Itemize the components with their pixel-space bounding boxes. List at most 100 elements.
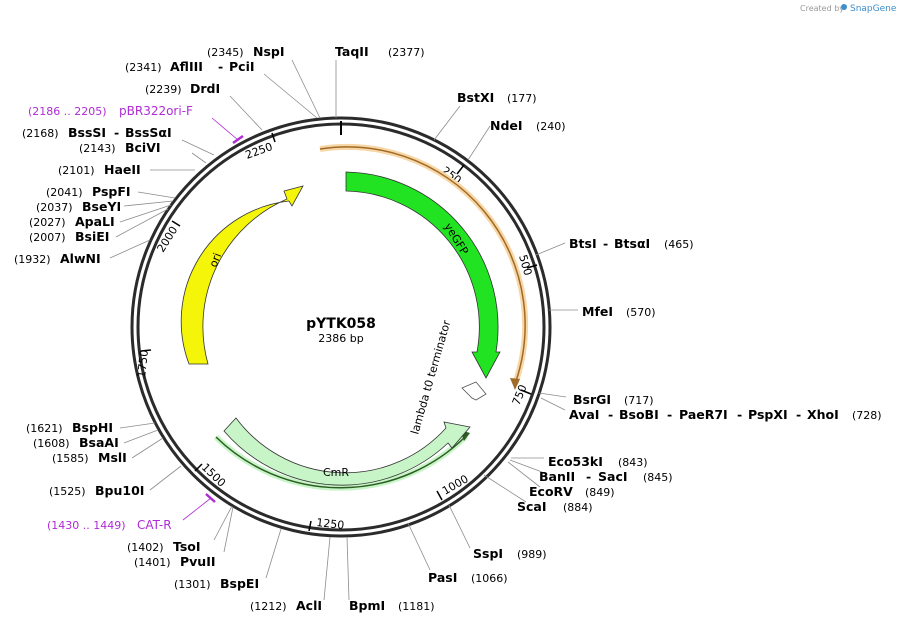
site-name: Eco53kI — [548, 454, 603, 469]
site-position: (1301) — [174, 578, 211, 591]
site-taqii[interactable]: TaqII (2377) — [335, 44, 425, 59]
site-name: BssSI — [68, 125, 106, 140]
site-afliii-pcii[interactable]: (2341) AflIII - PciI — [125, 59, 255, 74]
site-pvuii[interactable]: (1401) PvuII — [134, 554, 216, 569]
site-position: (570) — [626, 306, 656, 319]
site-drdi[interactable]: (2239) DrdI — [145, 81, 220, 96]
primer-cat-r[interactable]: (1430 .. 1449) CAT-R — [47, 493, 216, 532]
site-bsaai[interactable]: (1608) BsaAI — [33, 435, 119, 450]
site-bstxi[interactable]: BstXI (177) — [457, 90, 537, 105]
site-position: (1585) — [52, 452, 89, 465]
site-leaders — [109, 59, 578, 601]
site-nspi[interactable]: (2345) NspI — [207, 44, 285, 59]
site-mfei[interactable]: MfeI (570) — [582, 304, 656, 319]
primer-pbr322ori-f[interactable]: (2186 .. 2205) pBR322ori-F — [28, 104, 244, 145]
site-name: NspI — [253, 44, 285, 59]
tick-mark-2250 — [271, 132, 276, 143]
tick-label-750: 750 — [510, 383, 530, 407]
site-ecorv[interactable]: EcoRV (849) — [529, 484, 615, 499]
primer-label: pBR322ori-F — [119, 104, 193, 118]
site-name: PspXI — [748, 407, 788, 422]
site-name: AvaI — [569, 407, 599, 422]
site-avai-group[interactable]: AvaI - BsoBI - PaeR7I - PspXI - XhoI (72… — [569, 407, 882, 422]
site-eco53ki[interactable]: Eco53kI (843) — [548, 454, 648, 469]
feature-label-ori: ori — [207, 251, 224, 269]
site-name: BssSαI — [125, 125, 172, 140]
site-acli[interactable]: (1212) AclI — [250, 598, 322, 613]
site-position: (1212) — [250, 600, 287, 613]
tick-label-1750: 1750 — [135, 349, 151, 378]
site-name: MfeI — [582, 304, 613, 319]
site-position: (845) — [643, 471, 673, 484]
site-position: (2239) — [145, 83, 182, 96]
feature-yegfp[interactable] — [345, 171, 501, 379]
site-bspei[interactable]: (1301) BspEI — [174, 576, 259, 591]
site-name: PvuII — [180, 554, 216, 569]
tick-label-1250: 1250 — [316, 516, 345, 532]
site-name: BsiEI — [75, 229, 109, 244]
feature-label-lambda-t0-terminator: lambda t0 terminator — [408, 318, 453, 435]
site-pasi[interactable]: PasI (1066) — [428, 570, 508, 585]
site-name: EcoRV — [529, 484, 573, 499]
svg-text:-: - — [114, 125, 119, 140]
svg-text:-: - — [796, 407, 801, 422]
site-name: PciI — [229, 59, 255, 74]
site-bpmi[interactable]: BpmI (1181) — [349, 598, 435, 613]
site-position: (2377) — [388, 46, 425, 59]
site-position: (1401) — [134, 556, 171, 569]
site-labels: TaqII (2377) (2345) NspI (2341) AflIII -… — [14, 44, 882, 613]
site-position: (2027) — [29, 216, 66, 229]
site-position: (1621) — [26, 422, 63, 435]
site-position: (2037) — [36, 201, 73, 214]
site-name: BspHI — [72, 420, 113, 435]
site-bpu10i[interactable]: (1525) Bpu10I — [49, 483, 144, 498]
feature-lambda-t0-terminator[interactable] — [461, 381, 487, 401]
site-ndei[interactable]: NdeI (240) — [490, 118, 566, 133]
site-scai[interactable]: ScaI (884) — [517, 499, 593, 514]
feature-ori[interactable] — [180, 185, 304, 365]
tick-mark-500 — [526, 264, 538, 269]
site-position: (2007) — [29, 231, 66, 244]
feature-cmr[interactable] — [223, 417, 471, 486]
site-position: (728) — [852, 409, 882, 422]
site-name: BsaAI — [79, 435, 119, 450]
site-msli[interactable]: (1585) MslI — [52, 450, 127, 465]
plasmid-name: pYTK058 — [306, 316, 376, 332]
credit-prefix: Created by — [800, 4, 844, 13]
tick-label-2250: 2250 — [244, 140, 275, 162]
site-name: DrdI — [190, 81, 220, 96]
site-name: XhoI — [807, 407, 839, 422]
site-apali[interactable]: (2027) ApaLI — [29, 214, 115, 229]
site-bsrgi[interactable]: BsrGI (717) — [573, 392, 654, 407]
site-name: BsrGI — [573, 392, 611, 407]
site-position: (177) — [507, 92, 537, 105]
tick-mark-1750 — [140, 349, 152, 352]
site-pspfi[interactable]: (2041) PspFI — [46, 184, 131, 199]
svg-text:-: - — [737, 407, 742, 422]
site-name: BtsI — [569, 236, 597, 251]
tick-mark-1500 — [194, 463, 203, 472]
site-name: BciVI — [125, 140, 161, 155]
site-position: (2341) — [125, 61, 162, 74]
svg-text:-: - — [603, 236, 608, 251]
site-name: SacI — [598, 469, 628, 484]
site-tsoi[interactable]: (1402) TsoI — [127, 539, 201, 554]
site-bsssi-bsssai[interactable]: (2168) BssSI - BssSαI — [22, 125, 172, 140]
feature-bracket-arc-line — [319, 146, 526, 385]
site-bsiei[interactable]: (2007) BsiEI — [29, 229, 109, 244]
site-sspi[interactable]: SspI (989) — [473, 546, 547, 561]
site-name: BspEI — [220, 576, 259, 591]
site-haeii[interactable]: (2101) HaeII — [58, 162, 141, 177]
site-banii-saci[interactable]: BanII - SacI (845) — [539, 469, 673, 484]
site-alwni[interactable]: (1932) AlwNI — [14, 251, 101, 266]
site-btsi-btsai[interactable]: BtsI - BtsαI (465) — [569, 236, 694, 251]
site-bcivi[interactable]: (2143) BciVI — [79, 140, 161, 155]
cmr-bracket-arc-line — [215, 435, 467, 489]
site-bseyi[interactable]: (2037) BseYI — [36, 199, 121, 214]
site-bsphi[interactable]: (1621) BspHI — [26, 420, 113, 435]
site-position: (1608) — [33, 437, 70, 450]
site-position: (1402) — [127, 541, 164, 554]
site-position: (2345) — [207, 46, 244, 59]
site-name: ScaI — [517, 499, 547, 514]
